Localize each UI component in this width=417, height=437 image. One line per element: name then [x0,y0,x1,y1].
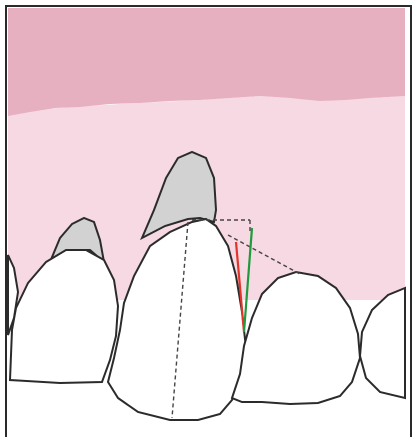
dental-diagram [0,0,417,437]
gingival-recession-illustration [0,0,417,437]
